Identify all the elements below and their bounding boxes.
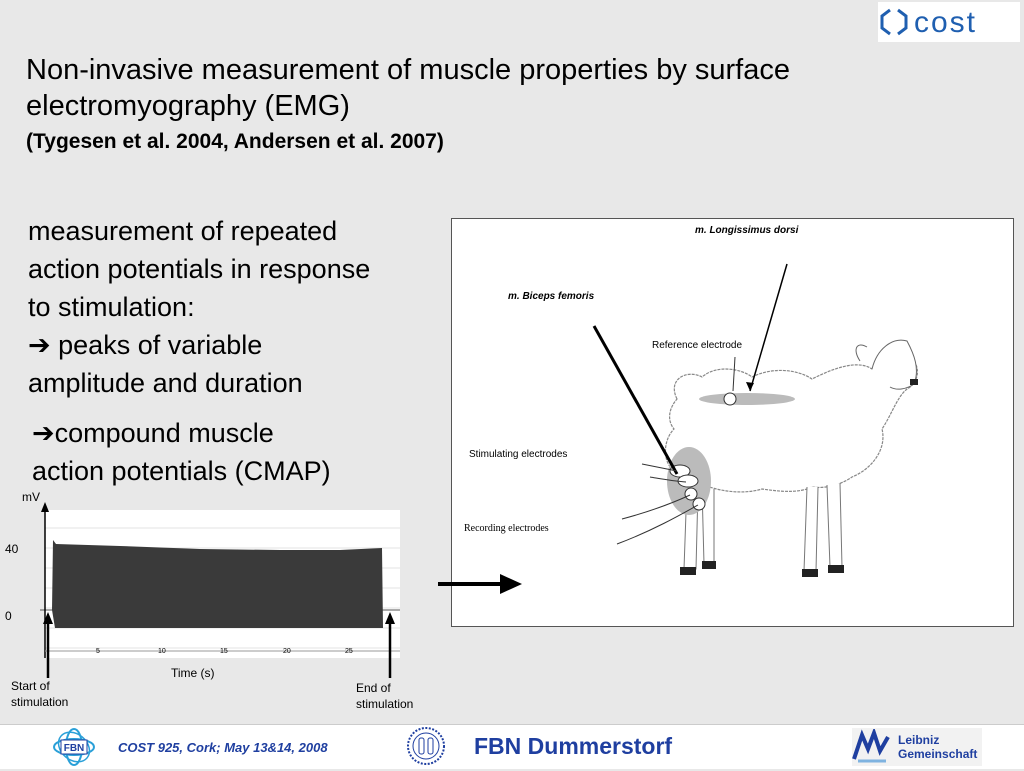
sheep-electrode-figure: m. Longissimus dorsi m. Biceps femoris R… <box>451 218 1014 627</box>
label-biceps-femoris: m. Biceps femoris <box>508 291 595 302</box>
label-recording-electrodes: Recording electrodes <box>464 523 549 534</box>
emg-recording-plot: mV 40 0 5 10 15 20 25 Time (s) Start of … <box>0 488 440 713</box>
dummerstorf-seal-icon <box>404 726 448 766</box>
emg-xtick-5: 5 <box>96 648 100 655</box>
emg-xtick-10: 10 <box>158 648 166 655</box>
citation: (Tygesen et al. 2004, Andersen et al. 20… <box>26 130 444 153</box>
emg-xtick-25: 25 <box>345 648 353 655</box>
para1-line4: peaks of variable <box>58 330 263 360</box>
slide-title-line1: Non-invasive measurement of muscle prope… <box>26 54 790 86</box>
end-stimulation-label: End of stimulation <box>356 680 413 712</box>
emg-xtick-20: 20 <box>283 648 291 655</box>
para1-line3: to stimulation: <box>28 292 195 322</box>
sheep-illustration <box>592 263 919 577</box>
leibniz-logo: Leibniz Gemeinschaft <box>852 728 982 766</box>
emg-unit-label: mV <box>22 490 40 504</box>
end-label-line2: stimulation <box>356 697 414 711</box>
fbn-logo-text: FBN <box>64 743 85 754</box>
label-longissimus-dorsi: m. Longissimus dorsi <box>695 225 799 236</box>
emg-xtick-15: 15 <box>220 648 228 655</box>
emg-plot-svg <box>40 502 400 678</box>
start-label-line2: stimulation <box>11 695 69 709</box>
label-reference-electrode: Reference electrode <box>652 340 743 351</box>
paragraph-measurement: measurement of repeated action potential… <box>28 212 438 402</box>
para1-line4-wrap: ➔ peaks of variable <box>28 326 438 364</box>
end-label-line1: End of <box>356 681 391 695</box>
para2-line2: action potentials (CMAP) <box>32 456 331 486</box>
para1-line5: amplitude and duration <box>28 368 303 398</box>
right-arrow-icon <box>438 574 522 594</box>
para1-line2: action potentials in response <box>28 254 371 284</box>
para2-line1-wrap: ➔compound muscle <box>32 414 442 452</box>
leibniz-line1: Leibniz <box>898 733 940 747</box>
slide-title-line2: electromyography (EMG) <box>26 90 350 122</box>
para2-line1: compound muscle <box>54 418 274 448</box>
start-label-line1: Start of <box>11 679 50 693</box>
para1-line1: measurement of repeated <box>28 216 338 246</box>
paragraph-cmap: ➔compound muscle action potentials (CMAP… <box>32 414 442 490</box>
fbn-logo-icon: FBN <box>53 728 95 766</box>
footer-institute-name: FBN Dummerstorf <box>474 733 673 759</box>
leibniz-logo-text: Leibniz Gemeinschaft <box>898 733 977 761</box>
emg-xlabel: Time (s) <box>171 666 215 680</box>
cost-logo-icon: cost <box>880 6 977 39</box>
footer-event-text: COST 925, Cork; May 13&14, 2008 <box>118 740 328 755</box>
emg-ytick-0: 0 <box>5 609 12 623</box>
emg-ytick-40: 40 <box>5 542 19 556</box>
label-stimulating-electrodes: Stimulating electrodes <box>469 449 568 460</box>
leibniz-line2: Gemeinschaft <box>898 747 978 761</box>
slide-title: Non-invasive measurement of muscle prope… <box>26 52 986 124</box>
cost-logo: cost <box>878 2 1020 42</box>
start-stimulation-label: Start of stimulation <box>11 678 68 710</box>
cost-logo-text: cost <box>914 6 977 39</box>
arrow-bullet-icon: ➔ <box>32 418 55 448</box>
leibniz-logo-icon <box>852 729 890 763</box>
fbn-logo: FBN <box>52 728 96 766</box>
arrow-bullet-icon: ➔ <box>28 330 51 360</box>
